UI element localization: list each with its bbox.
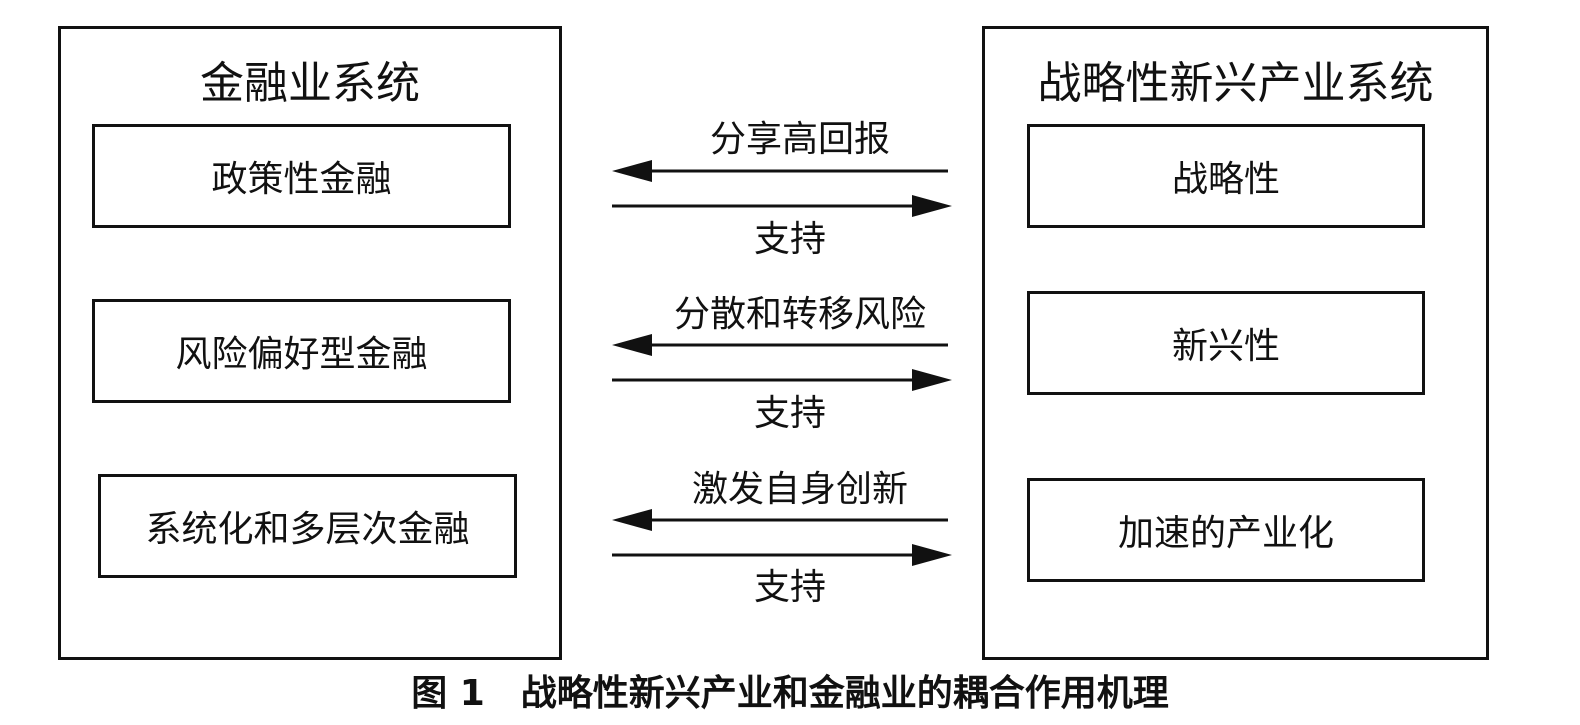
link-1-label-to-left: 分享高回报 <box>709 119 890 160</box>
link-3-label-to-left: 激发自身创新 <box>691 469 908 510</box>
link-1-label-to-right: 支持 <box>753 219 826 260</box>
link-1-arrow-to-right <box>612 195 952 217</box>
link-2-arrow-to-left <box>612 334 948 356</box>
link-2-label-to-left: 分散和转移风险 <box>673 294 926 335</box>
link-3-arrow-to-right <box>612 544 952 566</box>
link-3-arrow-to-left <box>612 509 948 531</box>
figure-caption: 图 1 战略性新兴产业和金融业的耦合作用机理 <box>411 673 1169 714</box>
industry-system-title: 战略性新兴产业系统 <box>1037 58 1434 109</box>
link-2-arrow-to-right <box>612 369 952 391</box>
industry-item-strategic: 战略性 <box>1027 124 1425 228</box>
finance-system-title: 金融业系统 <box>200 58 420 109</box>
finance-item-systematic-multilevel: 系统化和多层次金融 <box>98 474 517 578</box>
finance-item-risk-preference: 风险偏好型金融 <box>92 299 511 403</box>
link-2-label-to-right: 支持 <box>753 393 826 434</box>
industry-item-accelerated-industrialization: 加速的产业化 <box>1027 478 1425 582</box>
industry-item-emerging: 新兴性 <box>1027 291 1425 395</box>
link-3-label-to-right: 支持 <box>753 567 826 608</box>
link-1-arrow-to-left <box>612 160 948 182</box>
finance-item-policy: 政策性金融 <box>92 124 511 228</box>
